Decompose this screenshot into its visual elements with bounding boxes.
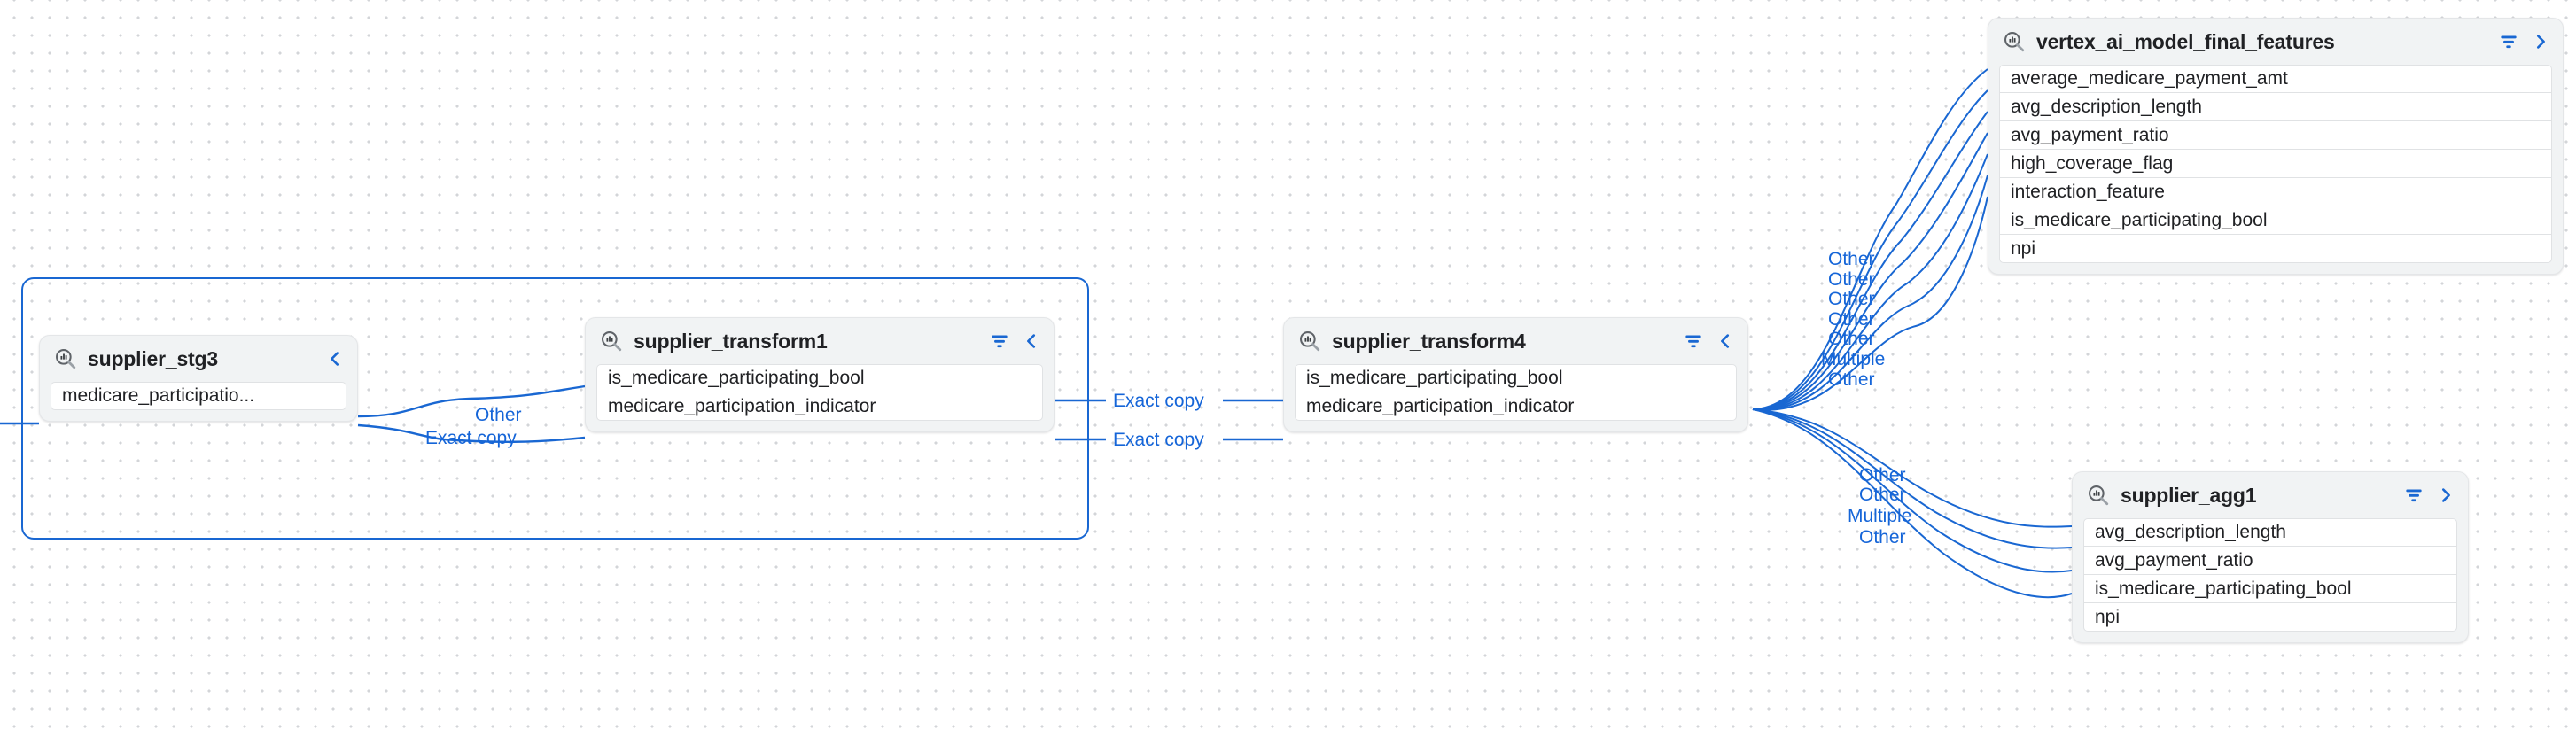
field-row[interactable]: avg_description_length — [1999, 93, 2552, 121]
node-supplier-transform1[interactable]: supplier_transform1 is_medicare_particip… — [585, 317, 1055, 432]
edge-fan-transform4-to-supplier-agg1 — [1752, 408, 2073, 599]
node-header[interactable]: supplier_transform1 — [586, 318, 1054, 364]
chevron-left-icon[interactable] — [325, 349, 345, 369]
field-row[interactable]: avg_payment_ratio — [1999, 121, 2552, 150]
field-row[interactable]: interaction_feature — [1999, 178, 2552, 206]
node-title: supplier_transform1 — [634, 329, 828, 353]
field-row[interactable]: avg_description_length — [2083, 518, 2457, 547]
node-title: vertex_ai_model_final_features — [2036, 29, 2335, 53]
field-row[interactable]: medicare_participation_indicator — [596, 392, 1043, 421]
node-supplier-agg1[interactable]: supplier_agg1 avg_description_length avg… — [2072, 471, 2469, 643]
field-list: medicare_participatio... — [51, 382, 346, 410]
chevron-left-icon[interactable] — [1716, 331, 1735, 351]
chevron-right-icon[interactable] — [2436, 485, 2455, 505]
search-bar-chart-icon — [600, 330, 623, 353]
node-title: supplier_agg1 — [2121, 483, 2257, 507]
node-supplier-stg3[interactable]: supplier_stg3 medicare_participatio... — [39, 335, 358, 422]
node-supplier-transform4[interactable]: supplier_transform4 is_medicare_particip… — [1283, 317, 1748, 432]
field-list: is_medicare_participating_bool medicare_… — [1295, 364, 1737, 421]
field-row[interactable]: is_medicare_participating_bool — [2083, 575, 2457, 603]
search-bar-chart-icon — [1298, 330, 1321, 353]
field-row[interactable]: medicare_participation_indicator — [1295, 392, 1737, 421]
node-header[interactable]: supplier_transform4 — [1284, 318, 1747, 364]
edge-label: Other — [1859, 485, 1906, 505]
edge-label: Other — [1828, 329, 1875, 349]
group-selection-box[interactable] — [21, 277, 1089, 540]
filter-icon[interactable] — [2402, 484, 2425, 507]
edge-label: Other — [1828, 249, 1875, 269]
field-row[interactable]: medicare_participatio... — [51, 382, 346, 410]
field-list: is_medicare_participating_bool medicare_… — [596, 364, 1043, 421]
field-row[interactable]: high_coverage_flag — [1999, 150, 2552, 178]
node-title: supplier_transform4 — [1332, 329, 1526, 353]
node-title: supplier_stg3 — [88, 346, 218, 370]
edge-label: Other — [1828, 289, 1875, 309]
filter-icon[interactable] — [988, 330, 1011, 353]
chevron-left-icon[interactable] — [1022, 331, 1041, 351]
edge-label: Exact copy — [1113, 391, 1204, 411]
filter-icon[interactable] — [1682, 330, 1705, 353]
field-list: average_medicare_payment_amt avg_descrip… — [1999, 65, 2552, 263]
field-row[interactable]: is_medicare_participating_bool — [1999, 206, 2552, 235]
filter-icon[interactable] — [2497, 30, 2520, 53]
edge-label: Multiple — [1821, 349, 1886, 369]
field-row[interactable]: avg_payment_ratio — [2083, 547, 2457, 575]
search-bar-chart-icon — [2003, 30, 2026, 53]
node-header[interactable]: supplier_agg1 — [2073, 472, 2468, 518]
field-list: avg_description_length avg_payment_ratio… — [2083, 518, 2457, 632]
node-header[interactable]: supplier_stg3 — [40, 336, 357, 382]
edge-label: Other — [1828, 369, 1875, 390]
edge-label: Multiple — [1848, 506, 1912, 526]
node-vertex-ai-model-final-features[interactable]: vertex_ai_model_final_features average_m… — [1988, 18, 2564, 275]
edge-label: Exact copy — [1113, 430, 1204, 450]
field-row[interactable]: npi — [2083, 603, 2457, 632]
search-bar-chart-icon — [2087, 484, 2110, 507]
field-row[interactable]: is_medicare_participating_bool — [1295, 364, 1737, 392]
field-row[interactable]: is_medicare_participating_bool — [596, 364, 1043, 392]
chevron-right-icon[interactable] — [2531, 32, 2550, 51]
edge-label: Other — [1859, 465, 1906, 485]
edge-label: Other — [475, 405, 522, 425]
node-header[interactable]: vertex_ai_model_final_features — [1988, 19, 2563, 65]
edge-label: Exact copy — [425, 428, 517, 448]
edge-label: Other — [1828, 269, 1875, 290]
field-row[interactable]: npi — [1999, 235, 2552, 263]
search-bar-chart-icon — [54, 347, 77, 370]
edge-label: Other — [1859, 527, 1906, 548]
edge-label: Other — [1828, 309, 1875, 330]
field-row[interactable]: average_medicare_payment_amt — [1999, 65, 2552, 93]
